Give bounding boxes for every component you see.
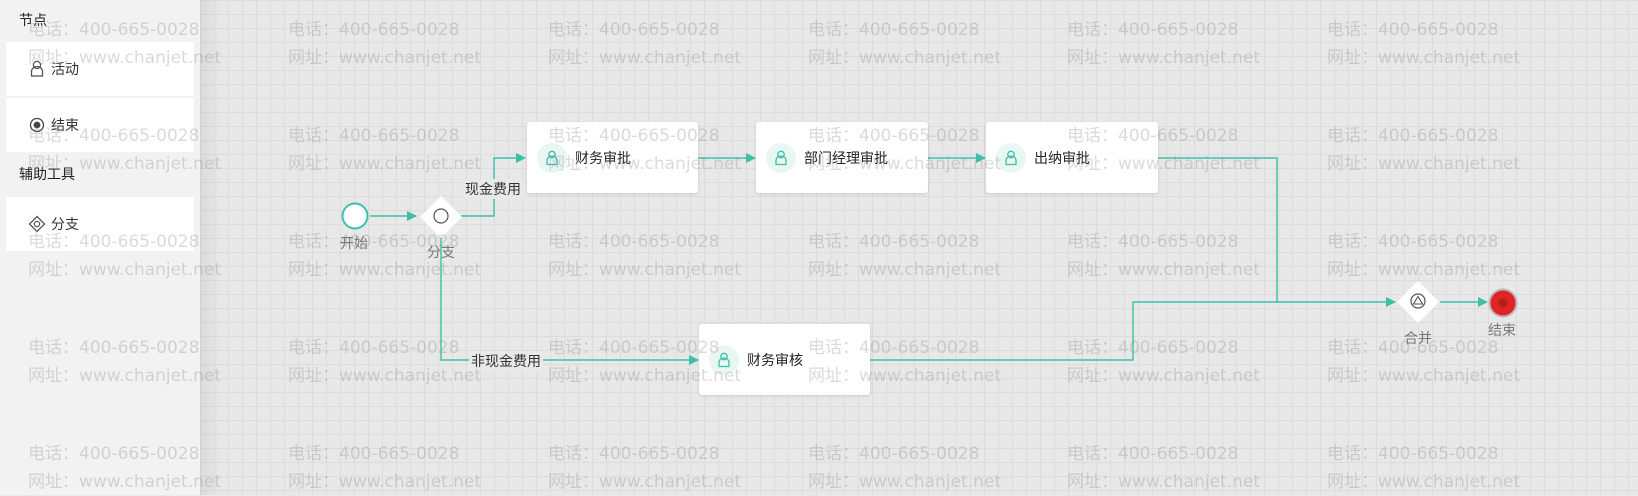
canvas-shadow <box>200 0 220 495</box>
task-cashier-approval[interactable]: 出纳审批 <box>986 122 1158 193</box>
person-icon <box>27 59 47 79</box>
edge-label-cash: 现金费用 <box>463 179 523 199</box>
branch-label: 分支 <box>427 245 455 261</box>
task-finance-approval[interactable]: 财务审批 <box>527 122 698 193</box>
start-event[interactable] <box>341 202 369 230</box>
diamond-icon <box>27 214 47 234</box>
palette-item-activity[interactable]: 活动 <box>6 42 194 96</box>
edge-label-noncash: 非现金费用 <box>469 351 543 371</box>
section-title-tools: 辅助工具 <box>19 167 75 183</box>
palette-item-branch[interactable]: 分支 <box>6 197 194 251</box>
edge-task3-merge <box>1158 157 1396 307</box>
task-manager-approval[interactable]: 部门经理审批 <box>756 122 928 193</box>
palette-item-label: 结束 <box>51 118 79 134</box>
section-title-nodes: 节点 <box>19 13 47 29</box>
task-label: 部门经理审批 <box>804 150 888 167</box>
palette-item-label: 活动 <box>51 62 79 78</box>
flow-canvas[interactable] <box>200 0 1638 495</box>
edge-task4-merge <box>870 301 1277 361</box>
palette-item-label: 分支 <box>51 217 79 233</box>
merge-gateway[interactable] <box>1395 279 1441 325</box>
palette-item-end[interactable]: 结束 <box>6 98 194 152</box>
task-label: 财务审核 <box>747 352 803 369</box>
branch-gateway[interactable] <box>418 194 464 240</box>
person-icon <box>537 142 567 173</box>
edge-noncash <box>440 237 699 365</box>
end-icon <box>27 115 47 135</box>
person-icon <box>709 344 739 375</box>
task-label: 出纳审批 <box>1034 150 1090 167</box>
end-event[interactable] <box>1488 288 1518 318</box>
start-label: 开始 <box>340 236 368 252</box>
person-icon <box>766 142 796 173</box>
merge-label: 合并 <box>1404 331 1432 347</box>
person-icon <box>996 142 1026 173</box>
sidebar: 节点 活动 结束 辅助工具 分支 <box>0 0 200 495</box>
task-finance-review[interactable]: 财务审核 <box>699 324 870 395</box>
end-label: 结束 <box>1488 323 1516 339</box>
task-label: 财务审批 <box>575 150 631 167</box>
